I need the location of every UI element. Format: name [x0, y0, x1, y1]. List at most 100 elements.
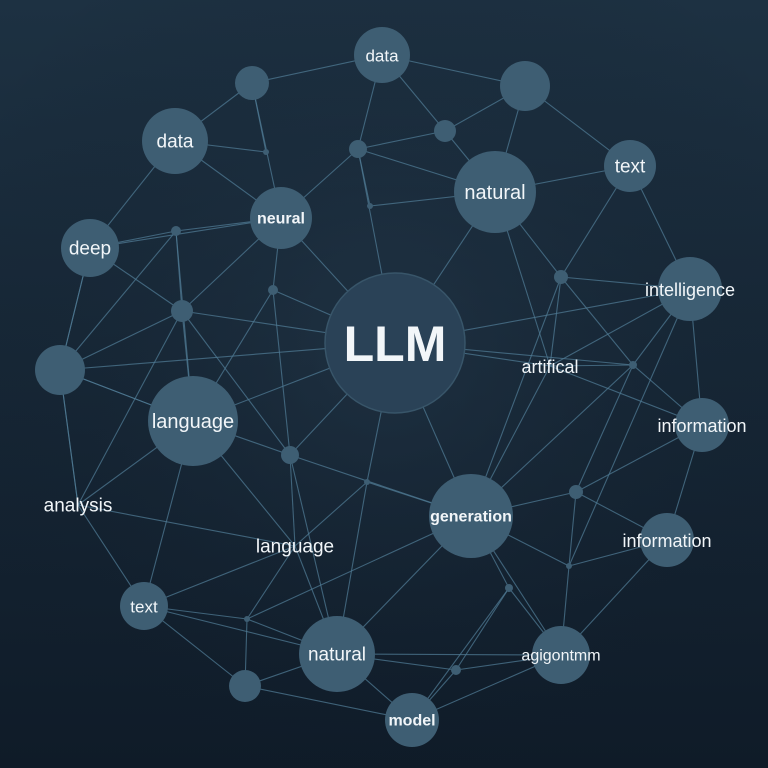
node-circle [324, 272, 466, 414]
node-circle [349, 140, 367, 158]
node-blank-a [235, 66, 269, 100]
node-blank-f [171, 300, 193, 322]
node-neural: neural [250, 187, 312, 249]
node-circle [554, 270, 568, 284]
node-circle [640, 513, 694, 567]
node-information-1: information [657, 398, 747, 452]
node-circle [268, 285, 278, 295]
node-label: language [152, 411, 234, 433]
node-natural-bottom: natural [299, 616, 375, 692]
node-dot-4 [171, 226, 181, 236]
node-label: neural [257, 211, 305, 228]
node-label: text [615, 157, 646, 178]
node-label: natural [464, 182, 525, 204]
node-dot-1 [263, 149, 269, 155]
edge-deep-neural [89, 217, 282, 249]
edge-dot-6-artifical [549, 276, 562, 367]
node-blank-c [35, 345, 85, 395]
node-circle [250, 187, 312, 249]
node-circle [429, 474, 513, 558]
edge-dot-5-dot-8 [272, 289, 291, 456]
edge-dot-10-dot-11 [568, 491, 577, 567]
node-label: agigontmm [521, 648, 600, 665]
edge-dot-9-language-mid [294, 481, 368, 547]
node-generation: generation [429, 474, 513, 558]
node-circle [500, 61, 550, 111]
node-circle [532, 626, 590, 684]
node-label: language [256, 537, 334, 558]
node-circle [569, 485, 583, 499]
edge-blank-g-model [244, 685, 413, 721]
node-dot-7 [629, 361, 637, 369]
node-deep: deep [61, 219, 119, 277]
edge-language-mid-text-bottom [143, 545, 296, 607]
edge-artifical-information-1 [549, 365, 703, 426]
node-llm: LLM [324, 272, 466, 414]
node-text-bottom: text [120, 582, 168, 630]
node-dot-2 [349, 140, 367, 158]
node-circle [367, 203, 373, 209]
node-language-mid: language [256, 537, 334, 558]
node-circle [235, 66, 269, 100]
node-label: information [622, 531, 711, 551]
edge-intelligence-dot-11 [568, 288, 691, 567]
node-circle [142, 108, 208, 174]
node-circle [434, 120, 456, 142]
node-dot-12 [505, 584, 513, 592]
node-circle [299, 616, 375, 692]
node-label: generation [430, 509, 512, 526]
node-label: information [657, 416, 746, 436]
node-circle [566, 563, 572, 569]
node-label: model [388, 713, 435, 730]
node-dot-10 [569, 485, 583, 499]
node-model: model [385, 693, 439, 747]
node-data-top: data [354, 27, 410, 83]
edge-dot-2-blank-d [357, 130, 446, 150]
edge-dot-2-dot-3 [357, 148, 371, 207]
edge-dot-6-generation [470, 276, 562, 517]
node-artifical: artifical [521, 357, 578, 377]
node-language-left: language [148, 376, 238, 466]
node-natural-top: natural [454, 151, 536, 233]
node-label: deep [69, 239, 111, 260]
node-circle [604, 140, 656, 192]
node-dot-3 [367, 203, 373, 209]
node-circle [171, 300, 193, 322]
node-blank-b [500, 61, 550, 111]
edge-blank-f-analysis [77, 310, 183, 506]
edge-blank-c-dot-4 [59, 230, 177, 371]
node-circle [148, 376, 238, 466]
node-intelligence: intelligence [645, 257, 735, 321]
node-label: data [365, 47, 399, 66]
node-label: artifical [521, 357, 578, 377]
node-dot-14 [451, 665, 461, 675]
node-dot-6 [554, 270, 568, 284]
node-circle [451, 665, 461, 675]
node-circle [364, 479, 370, 485]
node-label: data [157, 132, 194, 153]
edge-dot-12-model [411, 587, 510, 721]
node-circle [229, 670, 261, 702]
node-circle [281, 446, 299, 464]
node-circle [354, 27, 410, 83]
node-information-2: information [622, 513, 712, 567]
edge-dot-6-dot-7 [560, 276, 634, 366]
node-label: intelligence [645, 280, 735, 300]
node-data-left: data [142, 108, 208, 174]
edge-analysis-language-mid [77, 504, 296, 547]
node-circle [505, 584, 513, 592]
node-circle [385, 693, 439, 747]
node-label: text [130, 598, 158, 617]
node-circle [629, 361, 637, 369]
node-circle [658, 257, 722, 321]
node-text-top: text [604, 140, 656, 192]
edge-dot-7-dot-10 [575, 364, 634, 493]
node-dot-13 [244, 616, 250, 622]
node-circle [263, 149, 269, 155]
node-label: analysis [44, 496, 113, 517]
node-blank-d [434, 120, 456, 142]
node-agigontmm: agigontmm [521, 626, 601, 684]
node-analysis: analysis [44, 496, 113, 517]
nodes-layer: LLM data data natural text neural deep intellig… [35, 27, 747, 747]
